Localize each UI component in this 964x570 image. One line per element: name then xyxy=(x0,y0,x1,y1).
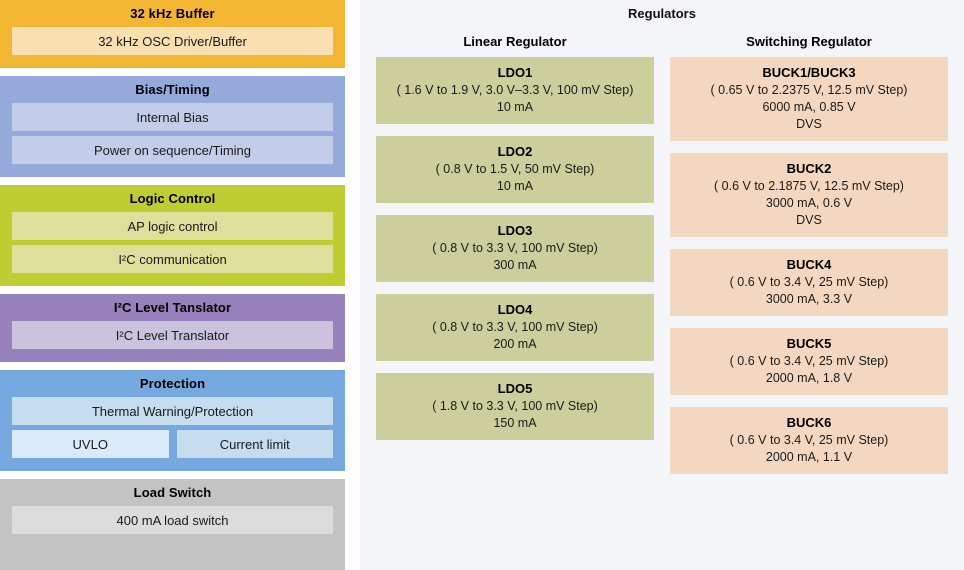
regulator-columns: LDO1 ( 1.6 V to 1.9 V, 3.0 V–3.3 V, 100 … xyxy=(360,50,964,474)
regulator-current: 3000 mA, 3.3 V xyxy=(765,292,853,306)
sub-block-i2c-level-translator: I²C Level Translator xyxy=(12,321,333,349)
regulator-current: 6000 mA, 0.85 V xyxy=(762,100,856,114)
regulator-current: 2000 mA, 1.1 V xyxy=(765,450,853,464)
sub-block-i2c-communication: I²C communication xyxy=(12,245,333,273)
regulator-name: LDO1 xyxy=(497,65,533,80)
heading-linear-regulator: Linear Regulator xyxy=(463,34,567,49)
regulator-range: ( 1.8 V to 3.3 V, 100 mV Step) xyxy=(432,399,598,413)
regulator-dvs: DVS xyxy=(796,213,822,227)
regulator-name: BUCK6 xyxy=(786,415,832,430)
regulator-name: BUCK5 xyxy=(786,336,832,351)
sub-block-internal-bias: Internal Bias xyxy=(12,103,333,131)
regulator-range: ( 0.65 V to 2.2375 V, 12.5 mV Step) xyxy=(710,83,908,97)
linear-regulator-column: LDO1 ( 1.6 V to 1.9 V, 3.0 V–3.3 V, 100 … xyxy=(376,57,654,474)
functional-blocks-column: 32 kHz Buffer 32 kHz OSC Driver/Buffer B… xyxy=(0,0,345,570)
block-gap xyxy=(0,286,345,294)
block-title-logic-control: Logic Control xyxy=(129,191,216,206)
regulator-current: 300 mA xyxy=(493,258,537,272)
regulator-current: 10 mA xyxy=(496,179,534,193)
block-i2c-level-translator: I²C Level Tanslator I²C Level Translator xyxy=(0,294,345,362)
sub-block-ap-logic-control: AP logic control xyxy=(12,212,333,240)
regulator-column-headings: Linear Regulator Switching Regulator xyxy=(360,22,964,50)
block-load-switch: Load Switch 400 mA load switch xyxy=(0,479,345,570)
regulator-name: BUCK4 xyxy=(786,257,832,272)
regulator-name: LDO2 xyxy=(497,144,533,159)
sub-block-osc-driver-buffer: 32 kHz OSC Driver/Buffer xyxy=(12,27,333,55)
regulator-box-buck1-buck3: BUCK1/BUCK3 ( 0.65 V to 2.2375 V, 12.5 m… xyxy=(670,57,948,141)
regulator-name: BUCK1/BUCK3 xyxy=(762,65,856,80)
regulator-dvs: DVS xyxy=(796,117,822,131)
regulator-range: ( 0.8 V to 1.5 V, 50 mV Step) xyxy=(435,162,595,176)
block-gap xyxy=(0,177,345,185)
block-title-32khz-buffer: 32 kHz Buffer xyxy=(130,6,215,21)
regulator-box-buck5: BUCK5 ( 0.6 V to 3.4 V, 25 mV Step) 2000… xyxy=(670,328,948,395)
block-32khz-buffer: 32 kHz Buffer 32 kHz OSC Driver/Buffer xyxy=(0,0,345,68)
sub-block-uvlo: UVLO xyxy=(12,430,169,458)
regulator-range: ( 0.8 V to 3.3 V, 100 mV Step) xyxy=(432,320,598,334)
regulators-title: Regulators xyxy=(628,6,696,21)
regulator-box-ldo1: LDO1 ( 1.6 V to 1.9 V, 3.0 V–3.3 V, 100 … xyxy=(376,57,654,124)
block-gap xyxy=(0,68,345,76)
regulator-box-ldo2: LDO2 ( 0.8 V to 1.5 V, 50 mV Step) 10 mA xyxy=(376,136,654,203)
sub-block-thermal-warning-protection: Thermal Warning/Protection xyxy=(12,397,333,425)
heading-switching-regulator: Switching Regulator xyxy=(746,34,872,49)
sub-block-current-limit: Current limit xyxy=(176,430,333,458)
block-bias-timing: Bias/Timing Internal Bias Power on seque… xyxy=(0,76,345,177)
switching-regulator-column: BUCK1/BUCK3 ( 0.65 V to 2.2375 V, 12.5 m… xyxy=(670,57,948,474)
block-logic-control: Logic Control AP logic control I²C commu… xyxy=(0,185,345,286)
block-protection: Protection Thermal Warning/Protection UV… xyxy=(0,370,345,471)
regulator-current: 2000 mA, 1.8 V xyxy=(765,371,853,385)
regulator-name: LDO4 xyxy=(497,302,533,317)
regulator-range: ( 0.6 V to 3.4 V, 25 mV Step) xyxy=(729,433,889,447)
regulator-name: BUCK2 xyxy=(786,161,832,176)
regulator-box-ldo3: LDO3 ( 0.8 V to 3.3 V, 100 mV Step) 300 … xyxy=(376,215,654,282)
block-title-protection: Protection xyxy=(139,376,206,391)
block-gap xyxy=(0,471,345,479)
regulator-range: ( 0.8 V to 3.3 V, 100 mV Step) xyxy=(432,241,598,255)
block-title-bias-timing: Bias/Timing xyxy=(135,82,210,97)
regulator-range: ( 1.6 V to 1.9 V, 3.0 V–3.3 V, 100 mV St… xyxy=(396,83,634,97)
block-title-load-switch: Load Switch xyxy=(133,485,212,500)
block-gap xyxy=(0,362,345,370)
regulator-box-buck6: BUCK6 ( 0.6 V to 3.4 V, 25 mV Step) 2000… xyxy=(670,407,948,474)
regulator-name: LDO3 xyxy=(497,223,533,238)
regulator-current: 3000 mA, 0.6 V xyxy=(765,196,853,210)
regulators-panel: Regulators Linear Regulator Switching Re… xyxy=(360,0,964,570)
regulator-box-ldo5: LDO5 ( 1.8 V to 3.3 V, 100 mV Step) 150 … xyxy=(376,373,654,440)
block-title-i2c-level-translator: I²C Level Tanslator xyxy=(113,300,232,315)
regulator-box-ldo4: LDO4 ( 0.8 V to 3.3 V, 100 mV Step) 200 … xyxy=(376,294,654,361)
regulator-current: 150 mA xyxy=(493,416,537,430)
regulator-current: 200 mA xyxy=(493,337,537,351)
regulator-box-buck2: BUCK2 ( 0.6 V to 2.1875 V, 12.5 mV Step)… xyxy=(670,153,948,237)
regulator-name: LDO5 xyxy=(497,381,533,396)
regulator-range: ( 0.6 V to 3.4 V, 25 mV Step) xyxy=(729,275,889,289)
protection-sub-row: UVLO Current limit xyxy=(12,430,333,458)
regulator-range: ( 0.6 V to 2.1875 V, 12.5 mV Step) xyxy=(714,179,904,193)
regulator-range: ( 0.6 V to 3.4 V, 25 mV Step) xyxy=(729,354,889,368)
regulator-box-buck4: BUCK4 ( 0.6 V to 3.4 V, 25 mV Step) 3000… xyxy=(670,249,948,316)
sub-block-400ma-load-switch: 400 mA load switch xyxy=(12,506,333,534)
regulator-current: 10 mA xyxy=(496,100,534,114)
sub-block-power-on-sequence-timing: Power on sequence/Timing xyxy=(12,136,333,164)
